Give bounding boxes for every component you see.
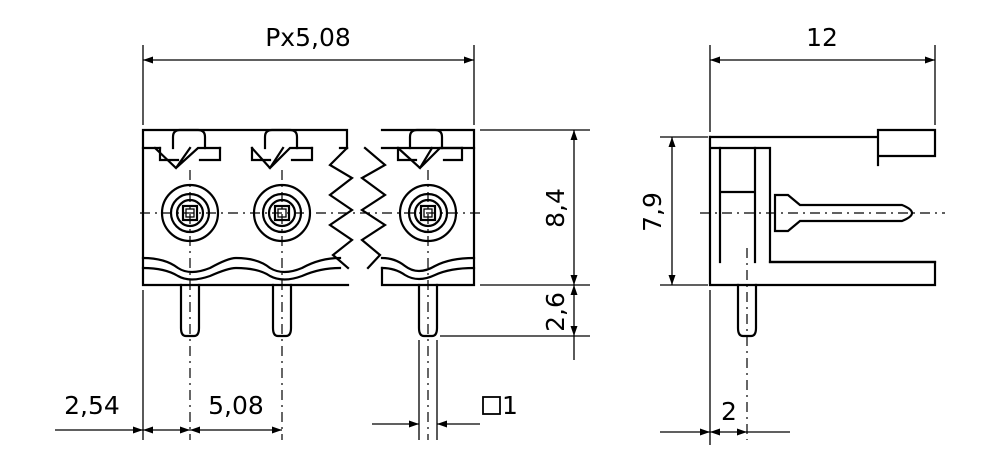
dim-pin-offset-side: 2 — [660, 290, 790, 445]
dim-depth: 12 — [709, 23, 936, 132]
dim-label-pitch: 5,08 — [208, 391, 264, 420]
dim-pin-length: 2,6 — [440, 285, 590, 360]
dim-label-pitch-total: Px5,08 — [265, 23, 351, 52]
dim-height-side: 7,9 — [638, 136, 708, 286]
dim-label-depth: 12 — [806, 23, 838, 52]
dim-label-pin-offset-side: 2 — [721, 397, 737, 426]
dim-label-pin-length: 2,6 — [541, 292, 570, 332]
pins-front — [179, 283, 439, 338]
dim-pitch-total: Px5,08 — [142, 23, 475, 125]
dim-label-pin-square: 1 — [502, 391, 518, 420]
dim-height-body: 8,4 — [480, 129, 590, 286]
side-view — [700, 128, 945, 440]
front-view — [140, 128, 480, 440]
dim-label-edge-offset: 2,54 — [64, 391, 120, 420]
dim-label-height-body: 8,4 — [541, 188, 570, 228]
dim-bottom-left: 2,54 5,08 — [55, 290, 282, 440]
dim-label-height-side: 7,9 — [638, 192, 667, 232]
dim-pin-square: 1 — [372, 340, 518, 440]
square-section-icon — [482, 396, 501, 415]
